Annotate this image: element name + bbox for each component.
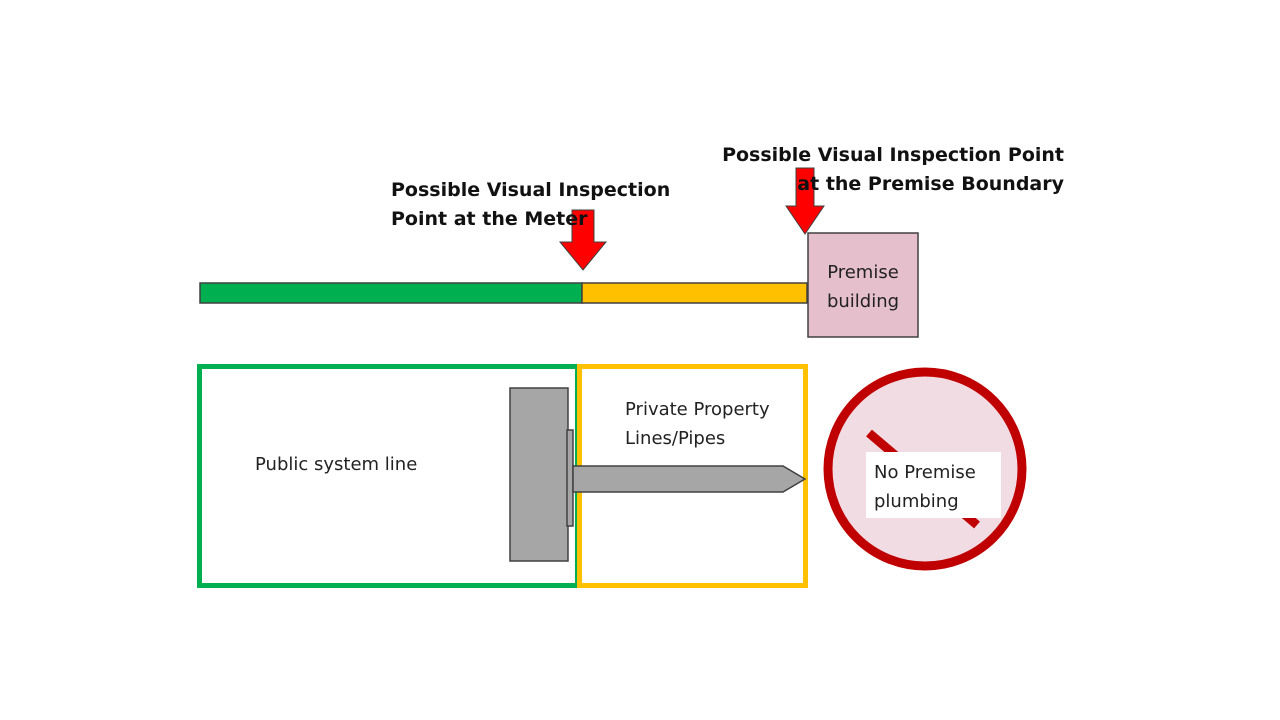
meter-inspection-arrow-icon (558, 209, 608, 271)
meter-flange (566, 429, 574, 527)
premise-building-box (807, 232, 919, 338)
no-plumbing-label-line1: No Premise (874, 462, 976, 483)
premise-building-label-line1: Premise (827, 262, 899, 283)
meter-body (509, 387, 569, 562)
no-plumbing-label-box (866, 452, 1001, 518)
premise-building-label: Premise building (808, 258, 918, 316)
private-lines-label-line2: Lines/Pipes (625, 428, 726, 449)
private-lines-label: Private Property Lines/Pipes (625, 395, 770, 453)
public-line-label: Public system line (255, 454, 418, 475)
meter-inspection-label: Possible Visual Inspection Point at the … (391, 176, 670, 234)
boundary-inspection-label-line1: Possible Visual Inspection Point (722, 144, 1064, 166)
public-pipe-bar (199, 282, 583, 304)
private-lines-label-line1: Private Property (625, 399, 770, 420)
no-plumbing-label-line2: plumbing (874, 491, 959, 512)
boundary-inspection-label-line2: at the Premise Boundary (797, 173, 1064, 195)
service-pipe-arrow-icon (572, 465, 807, 493)
private-pipe-bar (581, 282, 808, 304)
no-plumbing-label: No Premise plumbing (874, 458, 976, 516)
premise-building-label-line2: building (826, 291, 900, 312)
meter-inspection-label-line2: Point at the Meter (391, 208, 588, 230)
boundary-inspection-arrow-icon (785, 167, 825, 235)
boundary-inspection-label: Possible Visual Inspection Point at the … (722, 141, 1064, 199)
meter-inspection-label-line1: Possible Visual Inspection (391, 179, 671, 201)
